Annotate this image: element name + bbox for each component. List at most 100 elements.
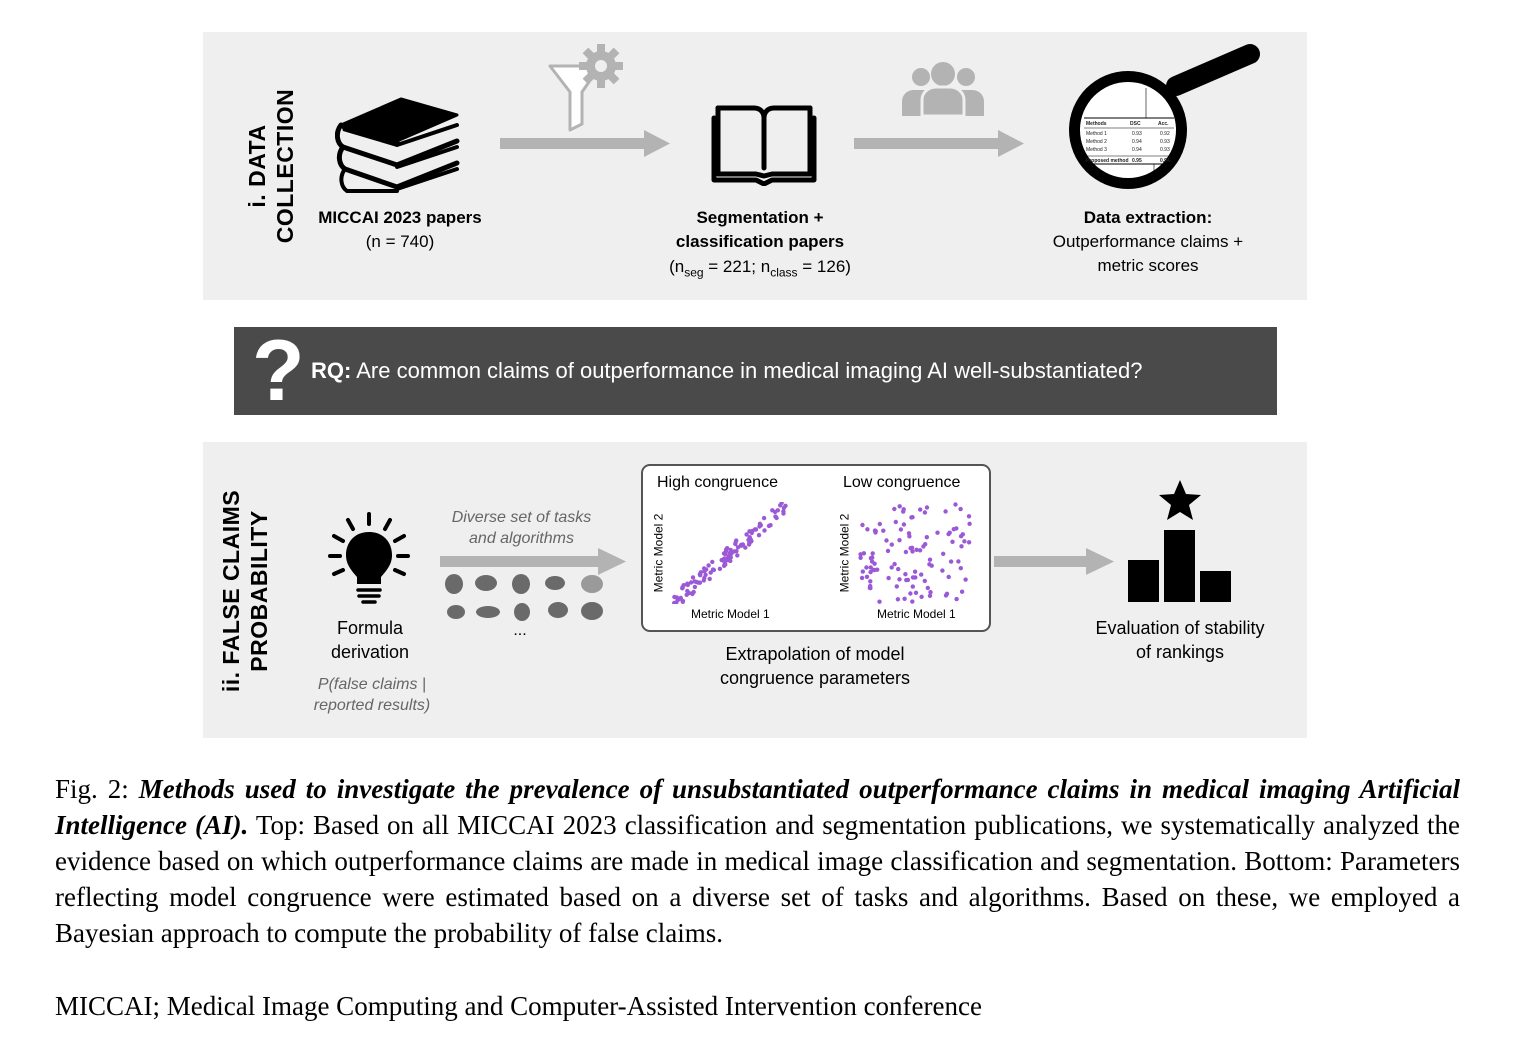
scatter-point xyxy=(935,530,940,535)
scatter-point xyxy=(954,596,959,602)
diverse-tasks-label: Diverse set of tasks and algorithms xyxy=(434,507,609,549)
scatter-point xyxy=(923,542,928,547)
extrapolation-caption: Extrapolation of model congruence parame… xyxy=(640,642,990,690)
scatter-point xyxy=(903,549,909,555)
table-header-methods: Methods xyxy=(1086,121,1107,127)
scatter-point xyxy=(743,545,748,550)
table-header-dsc: DSC xyxy=(1130,121,1141,127)
diverse-arrow xyxy=(440,548,626,575)
scatter-point xyxy=(919,572,924,577)
scatter-point xyxy=(690,591,695,597)
scatter-point xyxy=(922,510,928,515)
arrow-head-3 xyxy=(598,548,626,575)
scatter-point xyxy=(902,596,907,601)
podium-icon xyxy=(1128,480,1231,602)
scatter-point xyxy=(901,522,907,527)
scatter-point xyxy=(778,503,783,508)
research-question-bar: ? RQ: Are common claims of outperformanc… xyxy=(234,323,1277,419)
people-icon xyxy=(902,62,984,118)
scatter-point xyxy=(717,566,723,571)
figure-body: Top: Based on all MICCAI 2023 classifica… xyxy=(55,810,1461,948)
scatter-point xyxy=(757,521,763,526)
scatter-point xyxy=(966,540,972,545)
scatter-point xyxy=(895,597,901,602)
scatter-point xyxy=(697,580,703,585)
scatter-point xyxy=(897,504,902,509)
scatter-point xyxy=(885,548,891,554)
low-x-axis-label: Metric Model 1 xyxy=(877,607,956,621)
magnifier-icon: Methods DSC Acc. Method 1 Method 2 Metho… xyxy=(1069,44,1260,189)
table-cell: 0.94 xyxy=(1132,147,1142,153)
seg-class-title-line2: classification papers xyxy=(675,232,845,251)
rq-label: RQ: xyxy=(311,358,352,383)
false-claims-label-line2: PROBABILITY xyxy=(246,510,272,672)
scatter-point xyxy=(929,563,934,568)
scatter-point xyxy=(740,542,745,548)
scatter-point xyxy=(959,544,964,549)
books-icon xyxy=(335,97,460,193)
scatter-point xyxy=(781,505,787,510)
scatter-point xyxy=(873,530,878,535)
scatter-point xyxy=(692,579,697,584)
false-claims-label-line1: ii. FALSE CLAIMS xyxy=(218,489,244,693)
figure-title: Methods used to investigate the prevalen… xyxy=(55,774,1460,840)
high-y-axis-label: Metric Model 2 xyxy=(651,513,666,593)
table-row-method-1: Method 1 xyxy=(1086,131,1107,137)
seg-class-title-line1: Segmentation + xyxy=(696,208,824,227)
scatter-point xyxy=(905,577,911,583)
heart-anatomy-icon xyxy=(514,603,530,621)
scatter-point xyxy=(910,515,915,520)
scatter-point xyxy=(725,546,730,551)
low-congruence-title: Low congruence xyxy=(843,474,961,491)
table-cell: 0.92 xyxy=(1160,131,1170,137)
scatter-point xyxy=(875,567,880,572)
scatter-point xyxy=(925,585,930,591)
scatter-point xyxy=(924,535,929,540)
scatter-point xyxy=(864,574,870,579)
scatter-point xyxy=(946,574,951,580)
kidney-icon xyxy=(445,574,463,594)
scatter-point xyxy=(910,584,915,589)
brain-icon xyxy=(475,575,497,591)
team-arrow xyxy=(854,62,1024,157)
ranking-arrow xyxy=(994,548,1114,575)
rq-question-text: Are common claims of outperformance in m… xyxy=(356,358,1143,383)
scatter-point xyxy=(962,539,967,544)
scatter-point xyxy=(956,559,961,564)
scatter-point xyxy=(766,523,772,529)
scatter-point xyxy=(910,549,915,554)
arrow-shaft-2 xyxy=(854,138,1000,149)
scatter-point xyxy=(884,538,889,543)
research-question: RQ: Are common claims of outperformance … xyxy=(311,358,1143,384)
scatter-point xyxy=(940,568,945,573)
data-table-icon: Methods DSC Acc. Method 1 Method 2 Metho… xyxy=(1084,88,1174,182)
congruence-plots: High congruence Low congruence Metric Mo… xyxy=(641,464,991,632)
gear-icon xyxy=(579,44,623,88)
lightbulb-icon xyxy=(328,512,410,604)
scatter-point xyxy=(728,547,733,553)
high-congruence-scatter xyxy=(672,502,788,604)
extrap-line1: Extrapolation of model xyxy=(725,644,905,664)
scatter-point xyxy=(707,576,712,582)
scatter-point xyxy=(903,572,908,577)
scatter-point xyxy=(680,598,686,604)
scatter-point xyxy=(877,599,882,604)
scatter-point xyxy=(901,509,906,514)
question-mark-icon: ? xyxy=(252,323,305,419)
scatter-point xyxy=(728,558,733,564)
scatter-point xyxy=(708,570,713,575)
extrap-line2: congruence parameters xyxy=(719,668,911,688)
scatter-point xyxy=(877,521,882,527)
formula-line1: Formula xyxy=(336,618,403,638)
abbreviation-note: MICCAI; Medical Image Computing and Comp… xyxy=(55,991,982,1021)
cells-icon xyxy=(545,576,565,590)
scatter-point xyxy=(721,563,727,568)
scatter-point xyxy=(950,539,955,544)
open-book-icon xyxy=(711,105,817,186)
formula-derivation: Formula derivation xyxy=(300,616,440,664)
scatter-point xyxy=(686,590,692,596)
table-row-method-2: Method 2 xyxy=(1086,139,1107,145)
scatter-point xyxy=(963,577,968,582)
scatter-point xyxy=(910,575,916,580)
eval-line2: of rankings xyxy=(1135,642,1225,662)
